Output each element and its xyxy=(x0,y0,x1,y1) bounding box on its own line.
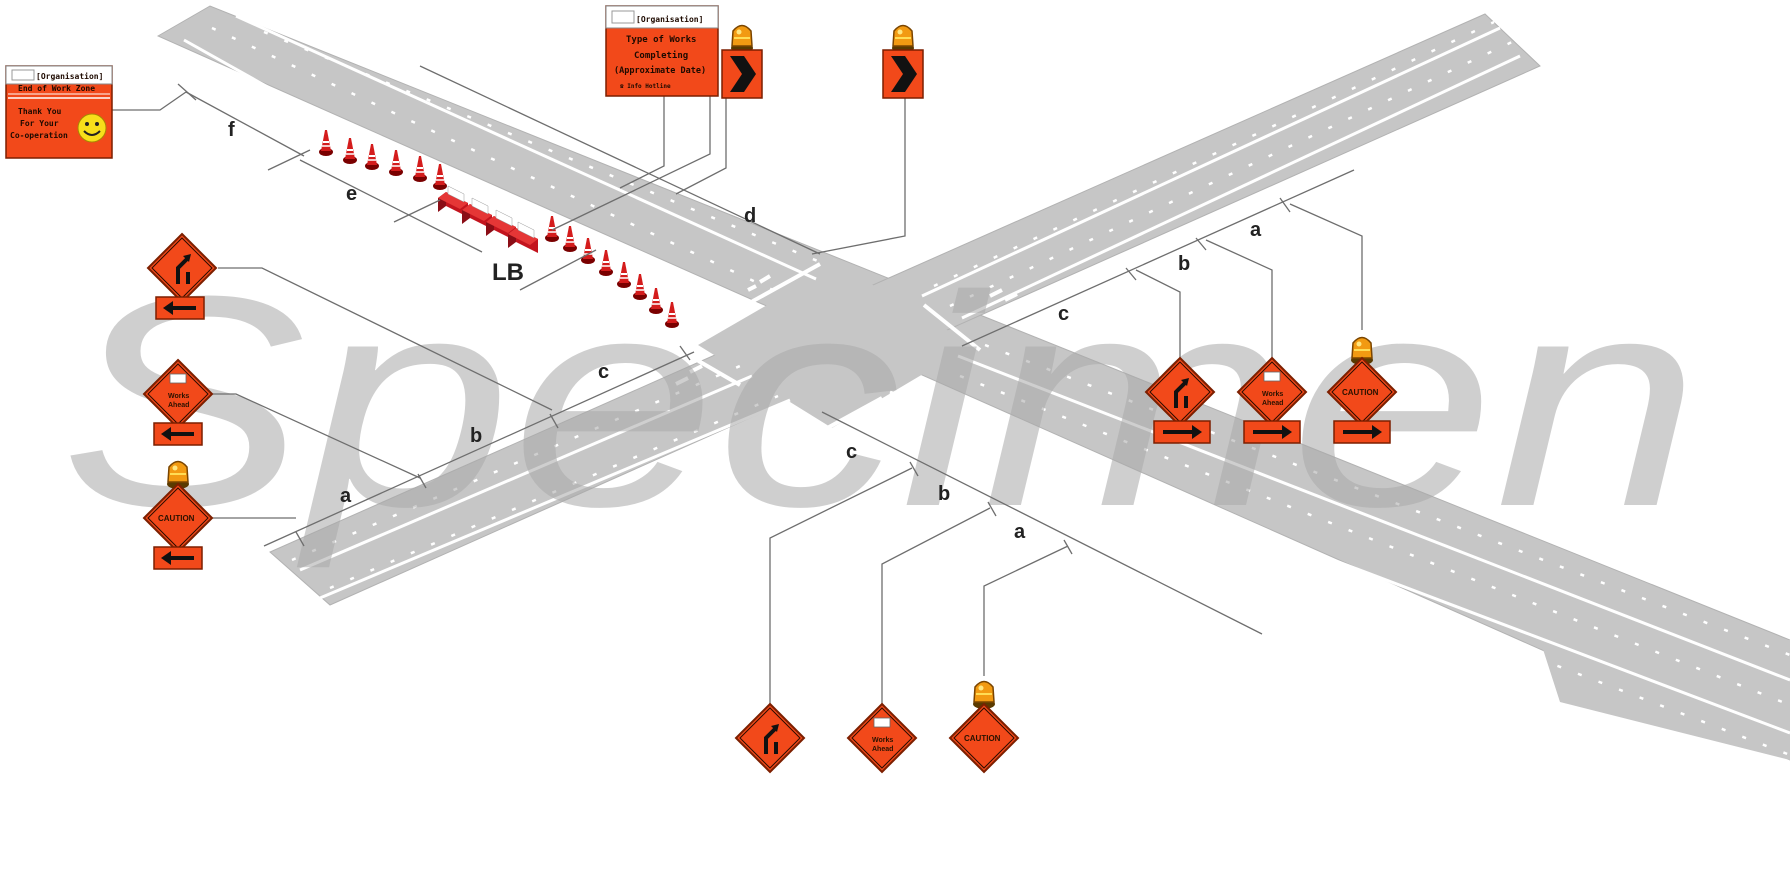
chevron-sign-2 xyxy=(883,26,923,99)
dimension-label-b-right-upper: b xyxy=(1178,253,1190,275)
dimension-label-a-right-upper: a xyxy=(1250,219,1262,241)
traffic-cone-icon xyxy=(319,130,333,156)
right-arrow-icon xyxy=(1154,421,1210,443)
flashing-light-icon xyxy=(731,26,753,54)
traffic-cone-icon xyxy=(433,164,447,190)
right-arrow-icon xyxy=(1334,421,1390,443)
chevron-right-icon xyxy=(883,50,923,98)
end-of-work-zone-sign: [Organisation] End of Work Zone Thank Yo… xyxy=(6,66,112,158)
info-sign-line2: Completing xyxy=(634,50,688,61)
dimension-label-b-left: b xyxy=(470,425,482,447)
dimension-label-lb: LB xyxy=(492,259,524,286)
traffic-cone-icon xyxy=(545,216,559,242)
merge-sign-diamond xyxy=(736,704,804,772)
dimension-label-d: d xyxy=(744,205,756,227)
chevron-right-icon xyxy=(722,50,762,98)
dimension-label-a-left: a xyxy=(340,485,352,507)
road-a-lower-end xyxy=(1540,640,1790,760)
dimension-label-c-right-lower: c xyxy=(846,441,857,463)
watermark: Specimen xyxy=(60,233,1700,571)
works-ahead-line2: Ahead xyxy=(872,746,893,753)
end-sign-org: [Organisation] xyxy=(36,71,103,81)
traffic-cone-icon xyxy=(343,138,357,164)
works-ahead-line2: Ahead xyxy=(168,402,189,409)
works-ahead-line1: Works xyxy=(872,737,893,744)
left-arrow-icon xyxy=(154,423,202,445)
caution-text: CAUTION xyxy=(1342,388,1379,397)
end-sign-line2: Thank You xyxy=(18,107,62,116)
info-sign-line3: (Approximate Date) xyxy=(614,65,706,76)
bottom-works-ahead-sign: Works Ahead xyxy=(848,704,916,772)
works-info-sign: [Organisation] Type of Works Completing … xyxy=(606,6,718,96)
caution-text: CAUTION xyxy=(158,514,195,523)
end-sign-line3: For Your xyxy=(20,119,59,128)
info-sign-org: [Organisation] xyxy=(636,14,703,24)
chevron-sign-1 xyxy=(722,26,762,99)
works-ahead-line2: Ahead xyxy=(1262,400,1283,407)
dimension-label-b-right-lower: b xyxy=(938,483,950,505)
end-sign-line4: Co-operation xyxy=(10,130,68,140)
right-arrow-icon xyxy=(1244,421,1300,443)
info-sign-line4: ☎ Info Hotline xyxy=(620,83,671,90)
bottom-merge-sign xyxy=(736,704,804,772)
dimension-label-e: e xyxy=(346,183,357,205)
info-sign-line1: Type of Works xyxy=(626,35,696,45)
dimension-label-f: f xyxy=(228,119,235,141)
flashing-light-icon xyxy=(892,26,914,54)
works-ahead-line1: Works xyxy=(1262,391,1283,398)
bottom-caution-sign: CAUTION xyxy=(950,682,1018,773)
smiley-icon xyxy=(78,114,106,142)
dimension-label-c-left: c xyxy=(598,361,609,383)
dimension-label-a-right-lower: a xyxy=(1014,521,1026,543)
works-ahead-line1: Works xyxy=(168,393,189,400)
end-sign-line1: End of Work Zone xyxy=(18,84,95,93)
left-arrow-icon xyxy=(154,547,202,569)
caution-text: CAUTION xyxy=(964,734,1001,743)
dimension-label-c-right-upper: c xyxy=(1058,303,1069,325)
left-arrow-icon xyxy=(156,297,204,319)
